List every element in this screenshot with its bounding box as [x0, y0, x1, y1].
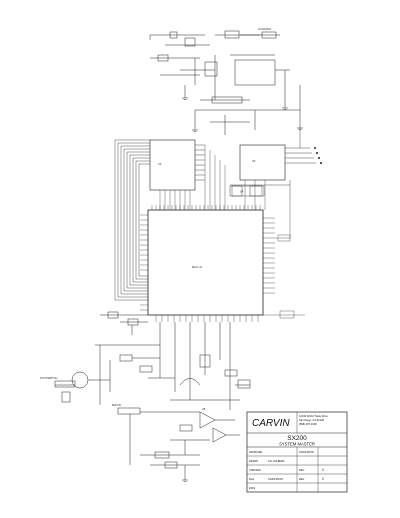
row-label-drawn: DRAWN: [249, 460, 258, 463]
ic-u4-label: U4: [240, 190, 244, 194]
right-bus: [229, 128, 316, 200]
row-label-approved: APPROVED: [249, 451, 263, 454]
ic-u4: U4: [231, 185, 265, 197]
rev-label-a: REV: [299, 468, 305, 472]
main-mcu: MCU U1: [147, 209, 264, 316]
bottom-input: MIDI IN: [112, 403, 121, 407]
bottom-input-circuit: [117, 407, 200, 482]
ic-u3: U3: [239, 144, 286, 181]
mcu-right-pins: [263, 200, 305, 319]
doc-number: SX200-MSTR: [299, 451, 314, 454]
brand-logo: CARVIN: [252, 418, 290, 429]
rev-value-a: C: [322, 468, 325, 472]
top-right-connector-label: J2 DIGITAL: [258, 27, 272, 31]
row-label-file: FILE: [249, 478, 254, 481]
sheet-title: SYSTEM MASTER: [279, 442, 315, 447]
top-right-connector: J2 DIGITAL: [258, 27, 272, 31]
rev-value-b: C: [322, 477, 325, 481]
row-label-checked: CHECKED: [249, 469, 261, 472]
bottom-left-circuit: [55, 322, 176, 405]
title-block: CARVIN 12340 World Trade Drive San Diego…: [246, 411, 348, 493]
left-jack: FOOTSWITCH: [40, 376, 76, 388]
row-value-drawn: S.E. AHLBERG: [268, 460, 285, 463]
model-name: SX200: [287, 435, 307, 442]
main-mcu-label: MCU U1: [192, 265, 203, 269]
opamp-label-group: U5: [202, 407, 206, 411]
mcu-bottom-pins: [155, 315, 259, 322]
ic-u2: U2: [149, 139, 196, 191]
mcu-top-pins: [151, 205, 261, 210]
ic-u2-pins: [195, 144, 205, 181]
mid-bus: [159, 145, 266, 210]
address-line-2: San Diego, CA 92128: [299, 418, 325, 422]
ic-u2-label: U2: [158, 162, 162, 166]
mcu-left-pins: [140, 214, 148, 311]
bottom-center-circuit: [140, 322, 251, 455]
bottom-input-label: MIDI IN: [112, 403, 121, 407]
row-label-date: DATE: [249, 487, 256, 490]
power-section: [149, 30, 301, 135]
right-connector-pins: [314, 147, 322, 164]
address-line-3: (858) 487-1600: [299, 422, 317, 426]
left-bus: [114, 139, 150, 301]
address-line-1: 12340 World Trade Drive: [299, 414, 328, 418]
row-value-file: SX200-MSTR: [268, 478, 283, 481]
left-small-parts: [100, 311, 148, 335]
ic-u3-label: U3: [252, 159, 256, 163]
rev-label-b: REV: [299, 477, 305, 481]
opamp-label: U5: [202, 407, 206, 411]
left-jack-label: FOOTSWITCH: [40, 376, 58, 380]
